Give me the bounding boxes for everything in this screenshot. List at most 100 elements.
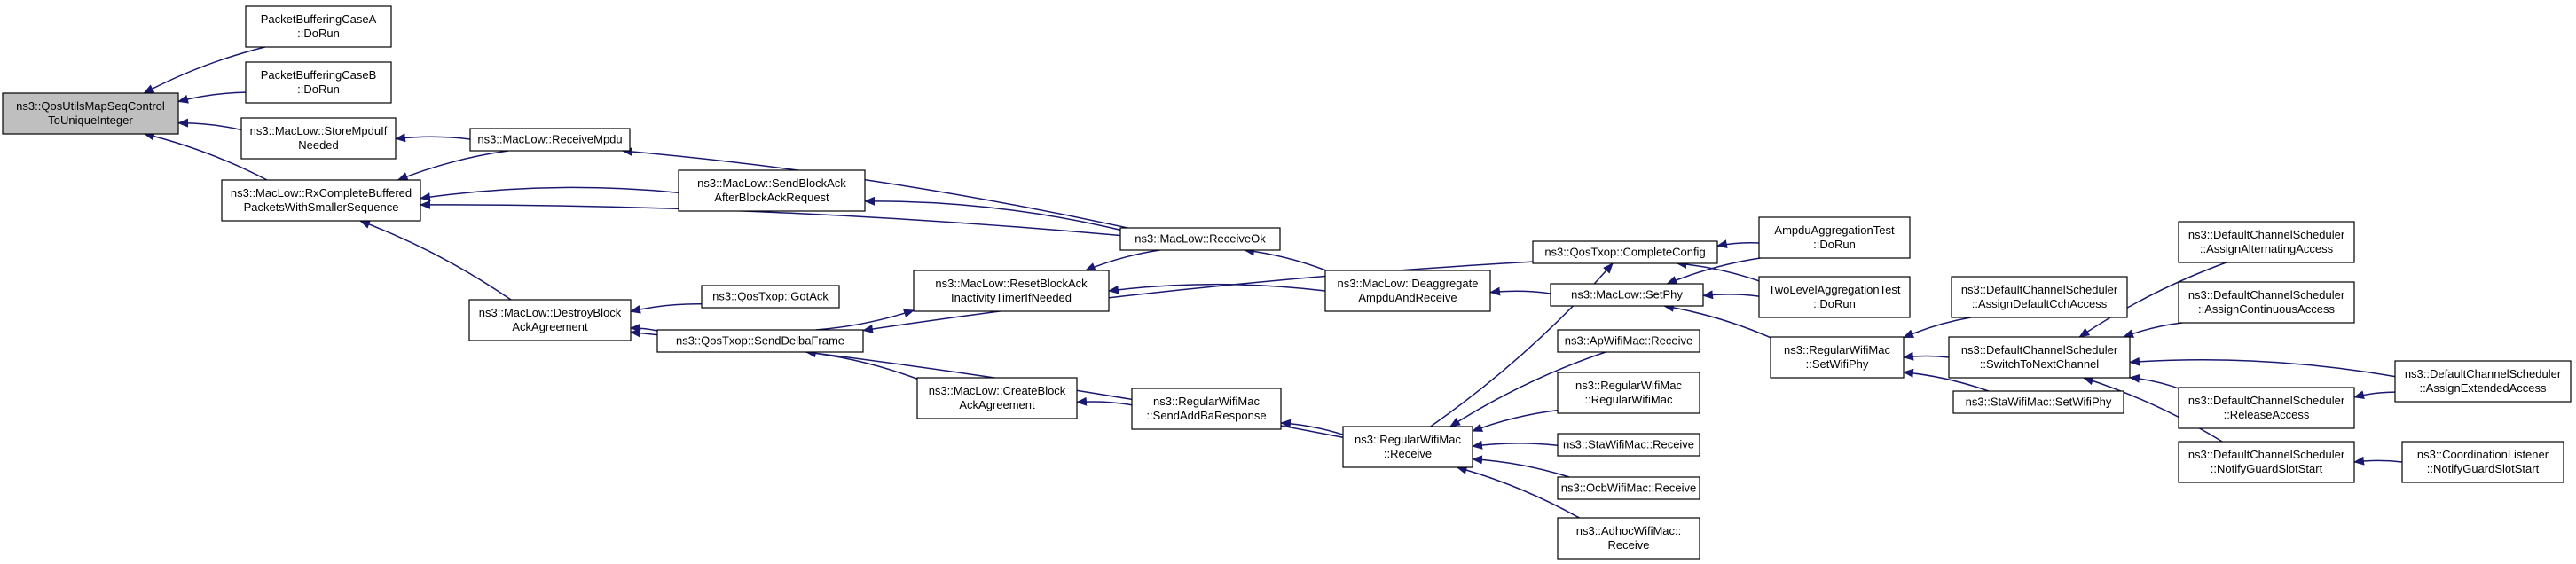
- node-label-switchToNext-line-0: ns3::DefaultChannelScheduler: [1961, 343, 2118, 356]
- edge-assignContinuous-to-switchToNext: [2123, 322, 2183, 338]
- edge-switchToNext-to-regSetWifiPhy: [1903, 351, 1950, 361]
- edge-pbB-to-root: [177, 91, 247, 104]
- node-box-switchToNext: [1948, 336, 2131, 379]
- node-label-staReceive-line-0: ns3::StaWifiMac::Receive: [1563, 438, 1694, 451]
- edge-adhocReceive-to-regReceive: [1456, 466, 1580, 519]
- node-resetBlockAck[interactable]: ns3::MacLow::ResetBlockAckInactivityTime…: [913, 270, 1110, 312]
- node-box-receiveMpdu: [469, 128, 631, 152]
- node-regCtor[interactable]: ns3::RegularWifiMac::RegularWifiMac: [1557, 372, 1700, 414]
- node-setPhyMac[interactable]: ns3::MacLow::SetPhy: [1550, 283, 1704, 307]
- node-label-sendAddBa-line-0: ns3::RegularWifiMac: [1153, 395, 1260, 408]
- node-releaseAccess[interactable]: ns3::DefaultChannelScheduler::ReleaseAcc…: [2178, 387, 2355, 429]
- node-label-assignAlternating-line-0: ns3::DefaultChannelScheduler: [2188, 228, 2345, 241]
- node-twoLevelTest[interactable]: TwoLevelAggregationTest::DoRun: [1758, 276, 1911, 318]
- node-switchToNext[interactable]: ns3::DefaultChannelScheduler::SwitchToNe…: [1948, 336, 2131, 379]
- node-box-releaseAccess: [2178, 387, 2355, 429]
- edge-assignExtended-to-releaseAccess: [2353, 390, 2396, 400]
- node-label-destroyBlock-line-1: AckAgreement: [512, 320, 588, 333]
- edge-releaseAccess-to-switchToNext: [2129, 373, 2179, 389]
- edge-ocbReceive-to-regReceive: [1472, 455, 1570, 478]
- node-label-assignContinuous-line-0: ns3::DefaultChannelScheduler: [2188, 288, 2345, 302]
- node-label-sendAddBa-line-1: ::SendAddBaResponse: [1146, 409, 1266, 422]
- edge-sendBlockAck-to-rxComplete: [420, 186, 679, 201]
- node-label-receiveOk-line-0: ns3::MacLow::ReceiveOk: [1135, 232, 1266, 246]
- node-pbA[interactable]: PacketBufferingCaseA::DoRun: [245, 5, 392, 48]
- node-receiveMpdu[interactable]: ns3::MacLow::ReceiveMpdu: [469, 128, 631, 152]
- node-label-regReceive-line-1: ::Receive: [1384, 447, 1432, 460]
- node-box-adhocReceive: [1557, 517, 1700, 560]
- node-label-staSetWifiPhy-line-0: ns3::StaWifiMac::SetWifiPhy: [1966, 396, 2112, 409]
- node-label-setPhyMac-line-0: ns3::MacLow::SetPhy: [1571, 288, 1683, 302]
- node-label-regCtor-line-1: ::RegularWifiMac: [1585, 393, 1673, 406]
- node-root[interactable]: ns3::QosUtilsMapSeqControlToUniqueIntege…: [2, 92, 179, 135]
- edge-assignDefault-to-regSetWifiPhy: [1903, 317, 1972, 339]
- edge-createBlock-to-sendDelba: [805, 349, 918, 380]
- node-ampduTest[interactable]: AmpduAggregationTest::DoRun: [1758, 216, 1911, 259]
- node-label-regReceive-line-0: ns3::RegularWifiMac: [1355, 433, 1461, 446]
- node-box-resetBlockAck: [913, 270, 1110, 312]
- node-box-notifyGuardSched: [2178, 441, 2355, 483]
- node-label-adhocReceive-line-1: Receive: [1608, 538, 1650, 552]
- edge-regCtor-to-regReceive: [1472, 409, 1559, 432]
- node-label-notifyGuardListener-line-0: ns3::CoordinationListener: [2417, 448, 2549, 461]
- node-box-completeConfig: [1532, 240, 1718, 264]
- node-box-gotAck: [701, 285, 840, 309]
- edge-setPhyMac-to-deaggregate: [1489, 286, 1551, 296]
- node-label-createBlock-line-1: AckAgreement: [959, 398, 1035, 411]
- edge-regSetWifiPhy-to-setPhyMac: [1663, 302, 1771, 339]
- node-label-pbB-line-0: PacketBufferingCaseB: [261, 68, 377, 82]
- edge-assignExtended-to-switchToNext: [2129, 356, 2396, 378]
- node-sendBlockAck[interactable]: ns3::MacLow::SendBlockAckAfterBlockAckRe…: [678, 169, 866, 212]
- node-box-receiveOk: [1119, 227, 1281, 251]
- node-staSetWifiPhy[interactable]: ns3::StaWifiMac::SetWifiPhy: [1952, 390, 2124, 414]
- node-regReceive[interactable]: ns3::RegularWifiMac::Receive: [1342, 426, 1473, 468]
- node-assignAlternating[interactable]: ns3::DefaultChannelScheduler::AssignAlte…: [2178, 221, 2355, 263]
- node-sendDelba[interactable]: ns3::QosTxop::SendDelbaFrame: [656, 329, 864, 353]
- nodes-layer: ns3::QosUtilsMapSeqControlToUniqueIntege…: [2, 5, 2572, 560]
- edge-sendDelba-to-resetBlockAck: [815, 309, 915, 331]
- edge-receiveOk-to-receiveMpdu: [621, 147, 1128, 229]
- node-label-root-line-1: ToUniqueInteger: [48, 114, 133, 127]
- node-box-deaggregate: [1324, 270, 1491, 312]
- edge-pbA-to-root: [143, 46, 265, 94]
- node-apReceive[interactable]: ns3::ApWifiMac::Receive: [1557, 329, 1700, 353]
- node-completeConfig[interactable]: ns3::QosTxop::CompleteConfig: [1532, 240, 1718, 264]
- edge-staSetWifiPhy-to-regSetWifiPhy: [1903, 368, 1990, 392]
- edge-sendDelba-to-destroyBlock: [630, 323, 658, 333]
- edge-receiveOk-to-sendBlockAck: [864, 196, 1121, 231]
- node-ocbReceive[interactable]: ns3::OcbWifiMac::Receive: [1557, 476, 1700, 500]
- node-box-pbB: [245, 61, 392, 104]
- node-box-regReceive: [1342, 426, 1473, 468]
- edge-assignAlternating-to-switchToNext: [2078, 262, 2227, 338]
- edge-receiveMpdu-to-rxComplete: [397, 150, 509, 181]
- node-assignDefault[interactable]: ns3::DefaultChannelScheduler::AssignDefa…: [1951, 276, 2128, 318]
- node-notifyGuardListener[interactable]: ns3::CoordinationListener::NotifyGuardSl…: [2401, 441, 2564, 483]
- node-label-assignExtended-line-0: ns3::DefaultChannelScheduler: [2405, 367, 2562, 380]
- node-gotAck[interactable]: ns3::QosTxop::GotAck: [701, 285, 840, 309]
- node-box-ampduTest: [1758, 216, 1911, 259]
- edge-receiveOk-to-rxComplete: [420, 200, 1121, 237]
- edge-completeConfig-to-sendDelba: [862, 261, 1534, 333]
- node-regSetWifiPhy[interactable]: ns3::RegularWifiMac::SetWifiPhy: [1770, 336, 1905, 379]
- node-label-root-line-0: ns3::QosUtilsMapSeqControl: [16, 99, 165, 113]
- node-assignContinuous[interactable]: ns3::DefaultChannelScheduler::AssignCont…: [2178, 281, 2355, 324]
- node-staReceive[interactable]: ns3::StaWifiMac::Receive: [1557, 433, 1700, 457]
- node-rxComplete[interactable]: ns3::MacLow::RxCompleteBufferedPacketsWi…: [221, 179, 421, 222]
- node-label-storeMpdu-line-0: ns3::MacLow::StoreMpduIf: [250, 124, 388, 137]
- node-pbB[interactable]: PacketBufferingCaseB::DoRun: [245, 61, 392, 104]
- node-sendAddBa[interactable]: ns3::RegularWifiMac::SendAddBaResponse: [1131, 388, 1282, 430]
- node-assignExtended[interactable]: ns3::DefaultChannelScheduler::AssignExte…: [2394, 360, 2572, 403]
- node-notifyGuardSched[interactable]: ns3::DefaultChannelScheduler::NotifyGuar…: [2178, 441, 2355, 483]
- node-label-createBlock-line-0: ns3::MacLow::CreateBlock: [929, 384, 1066, 397]
- node-label-twoLevelTest-line-0: TwoLevelAggregationTest: [1769, 283, 1901, 296]
- edge-deaggregate-to-resetBlockAck: [1108, 283, 1326, 294]
- node-label-notifyGuardListener-line-1: ::NotifyGuardSlotStart: [2427, 462, 2540, 475]
- node-label-adhocReceive-line-0: ns3::AdhocWifiMac::: [1576, 524, 1682, 537]
- node-label-destroyBlock-line-0: ns3::MacLow::DestroyBlock: [479, 306, 622, 319]
- node-receiveOk[interactable]: ns3::MacLow::ReceiveOk: [1119, 227, 1281, 251]
- node-adhocReceive[interactable]: ns3::AdhocWifiMac::Receive: [1557, 517, 1700, 560]
